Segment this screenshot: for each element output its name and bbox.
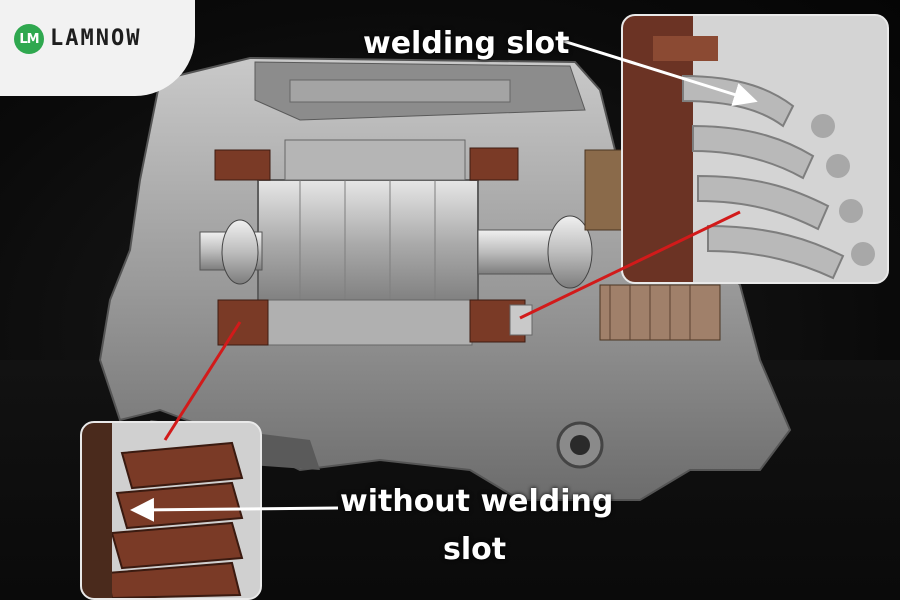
welded-hairpins-picture	[623, 16, 887, 282]
unwelded-hairpins-picture	[82, 423, 260, 598]
without-welding-slot-label-line2: slot	[443, 532, 507, 567]
welding-slot-label: welding slot	[363, 26, 570, 61]
brand-name: LAMNOW	[50, 26, 142, 51]
inset-welding-slot-closeup	[621, 14, 889, 284]
brand-badge: LM LAMNOW	[0, 0, 195, 96]
without-welding-slot-label: without welding	[340, 484, 614, 519]
rotor-assembly	[257, 139, 479, 346]
logo-icon: LM	[14, 24, 44, 54]
inset-without-welding-slot-closeup	[80, 421, 262, 600]
